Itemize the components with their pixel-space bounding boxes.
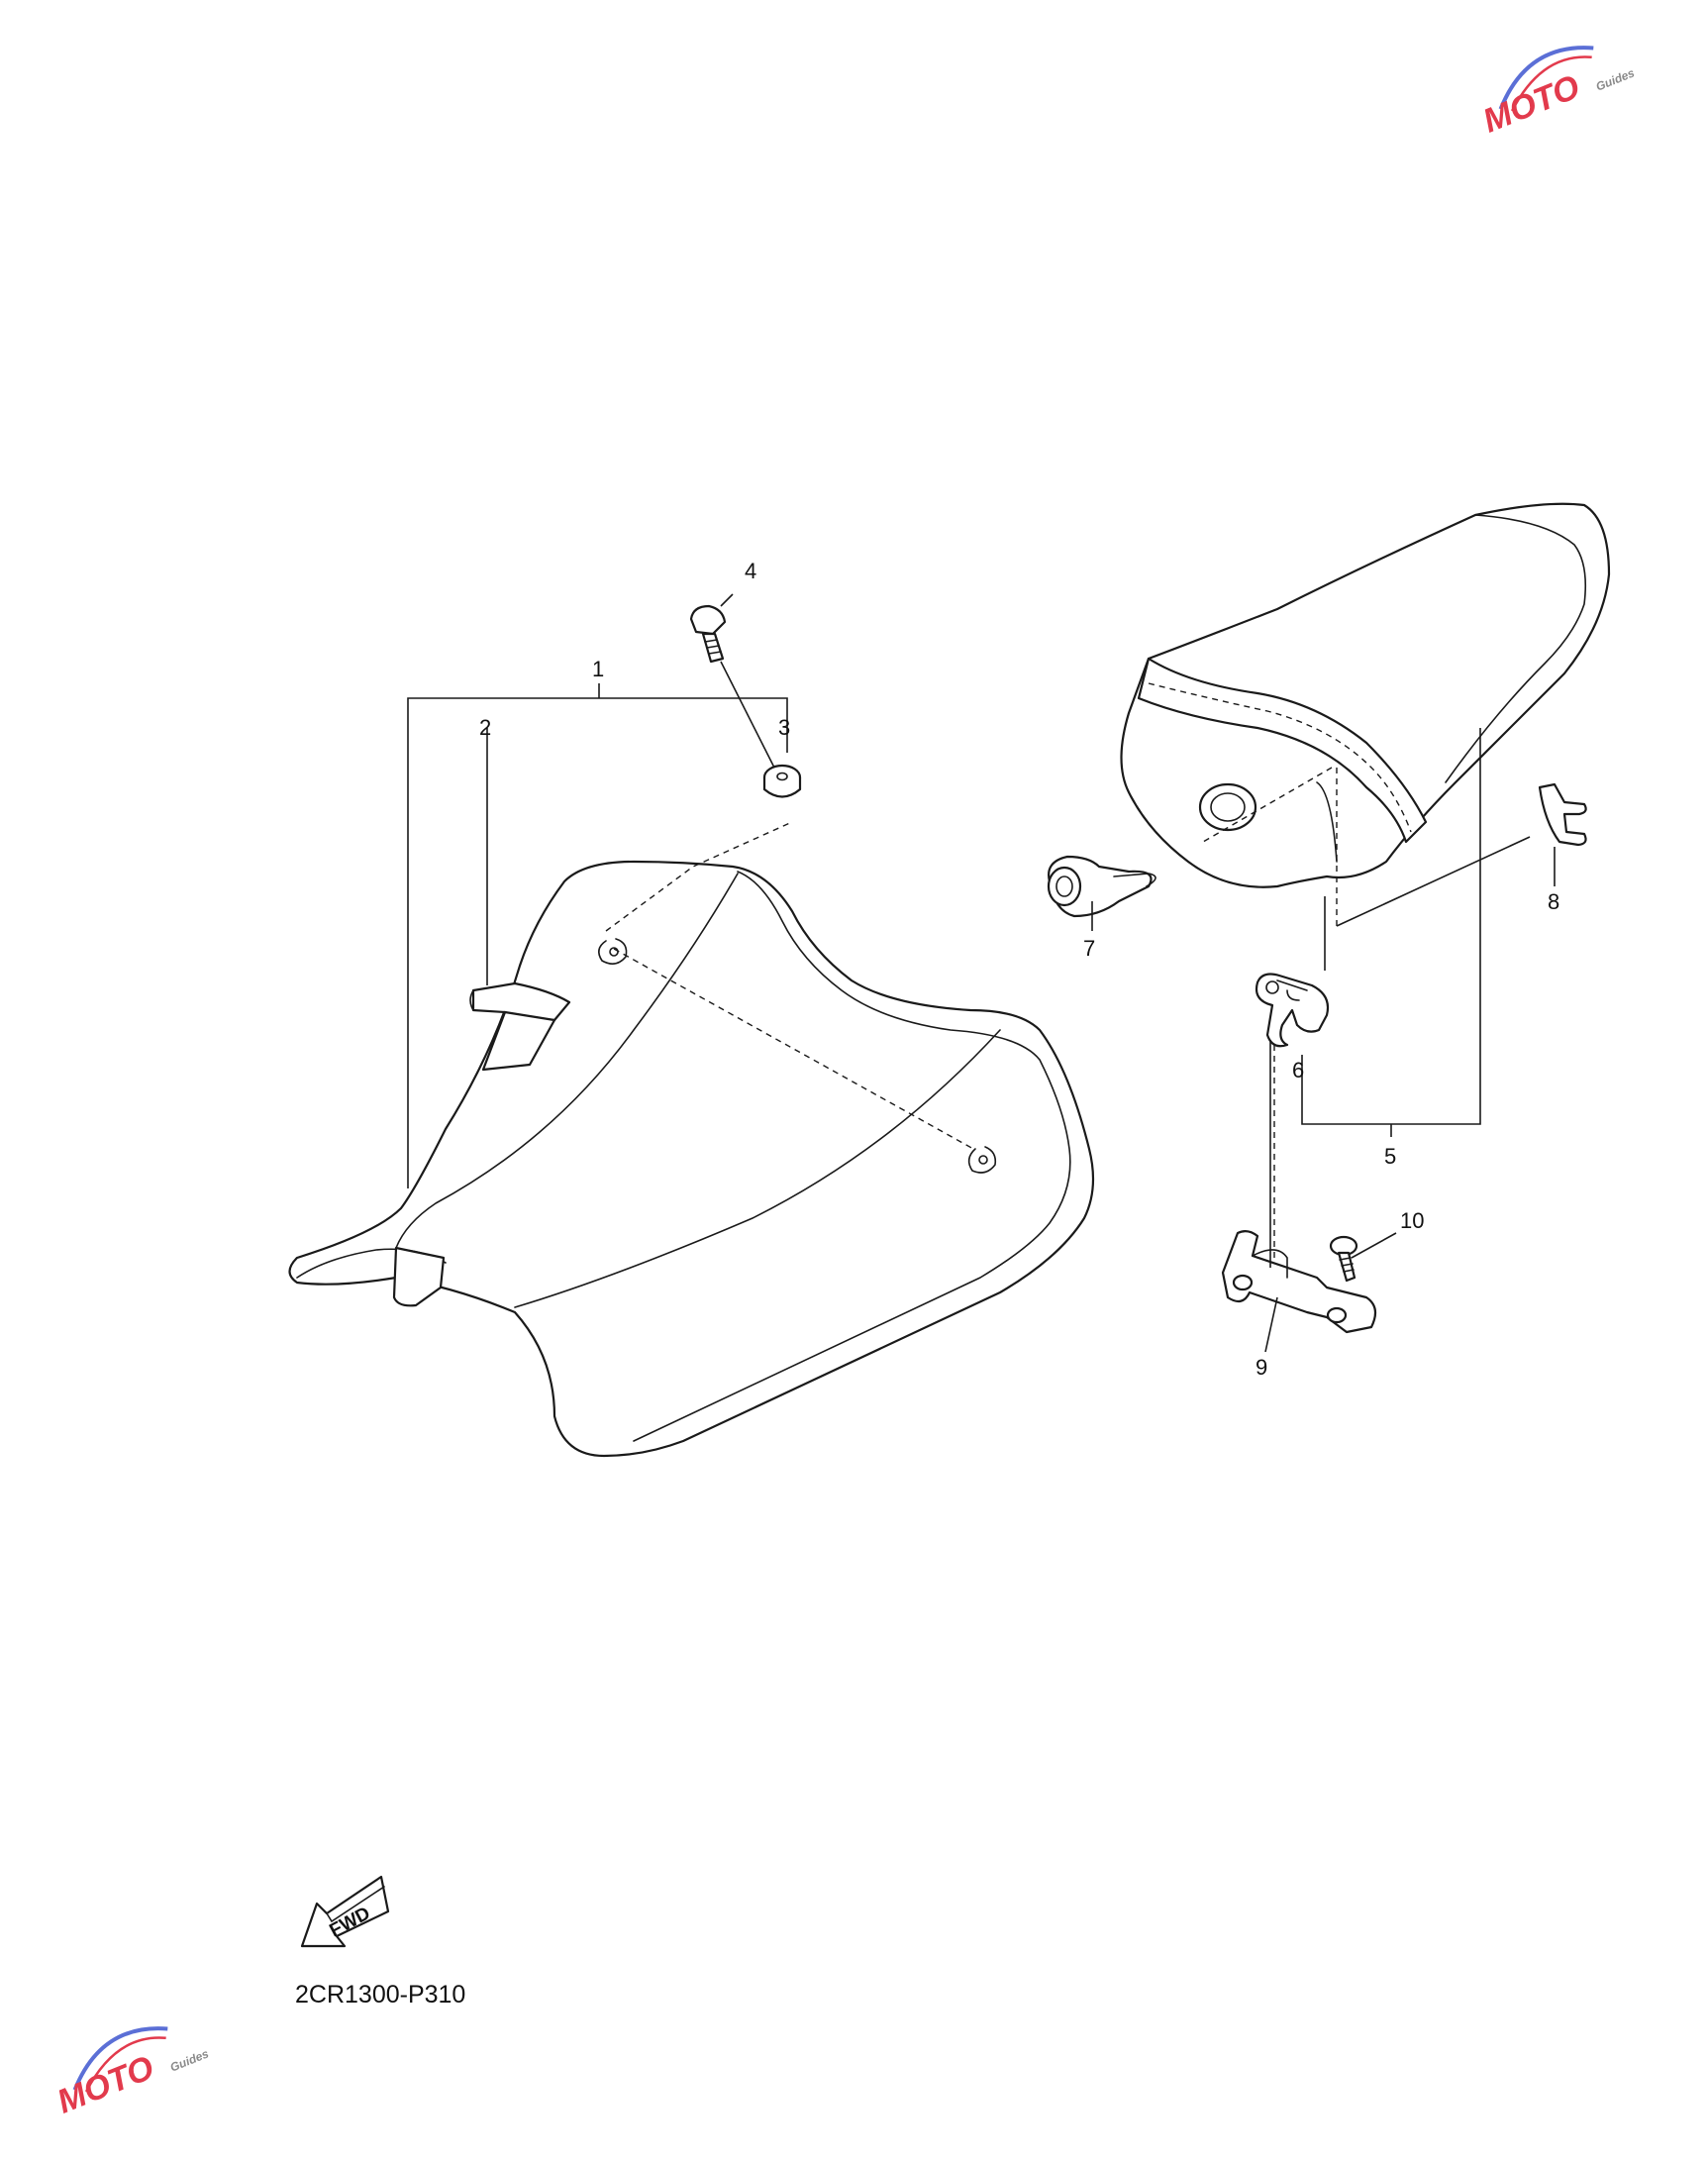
part-7-lock bbox=[1047, 855, 1156, 918]
part-8-clip bbox=[1538, 782, 1587, 847]
passenger-seat bbox=[1120, 502, 1611, 926]
callout-7: 7 bbox=[1083, 936, 1095, 961]
callout-3: 3 bbox=[778, 715, 790, 740]
diagram-code: 2CR1300-P310 bbox=[295, 1981, 465, 2009]
fwd-arrow-icon: FWD bbox=[300, 1875, 390, 1948]
callout-6: 6 bbox=[1292, 1058, 1304, 1082]
rider-seat bbox=[288, 821, 1095, 1458]
watermark-logo-top-right: MOTO Guides bbox=[1478, 46, 1637, 141]
callout-10: 10 bbox=[1400, 1208, 1424, 1233]
callout-2: 2 bbox=[479, 715, 491, 740]
callout-9: 9 bbox=[1256, 1355, 1267, 1380]
part-10-screw bbox=[1329, 1235, 1358, 1283]
part-6-latch bbox=[1255, 973, 1330, 1048]
watermark-logo-bottom-left: MOTO Guides bbox=[52, 2026, 211, 2121]
callout-8: 8 bbox=[1548, 889, 1559, 914]
callout-1: 1 bbox=[592, 657, 604, 681]
callout-bracket-5 bbox=[1091, 728, 1556, 1353]
watermark-text: MOTO bbox=[52, 2048, 159, 2120]
watermark-subtext: Guides bbox=[168, 2046, 211, 2074]
part-3-grommet bbox=[762, 764, 802, 798]
callout-4: 4 bbox=[745, 559, 756, 583]
part-4-bolt bbox=[689, 604, 727, 664]
watermark-subtext: Guides bbox=[1594, 65, 1637, 93]
part-2-strap bbox=[469, 981, 571, 1072]
part-9-bracket bbox=[1221, 1229, 1377, 1334]
watermark-text: MOTO bbox=[1478, 67, 1585, 140]
callout-5: 5 bbox=[1384, 1144, 1396, 1169]
callout-bracket-1 bbox=[407, 593, 788, 1188]
